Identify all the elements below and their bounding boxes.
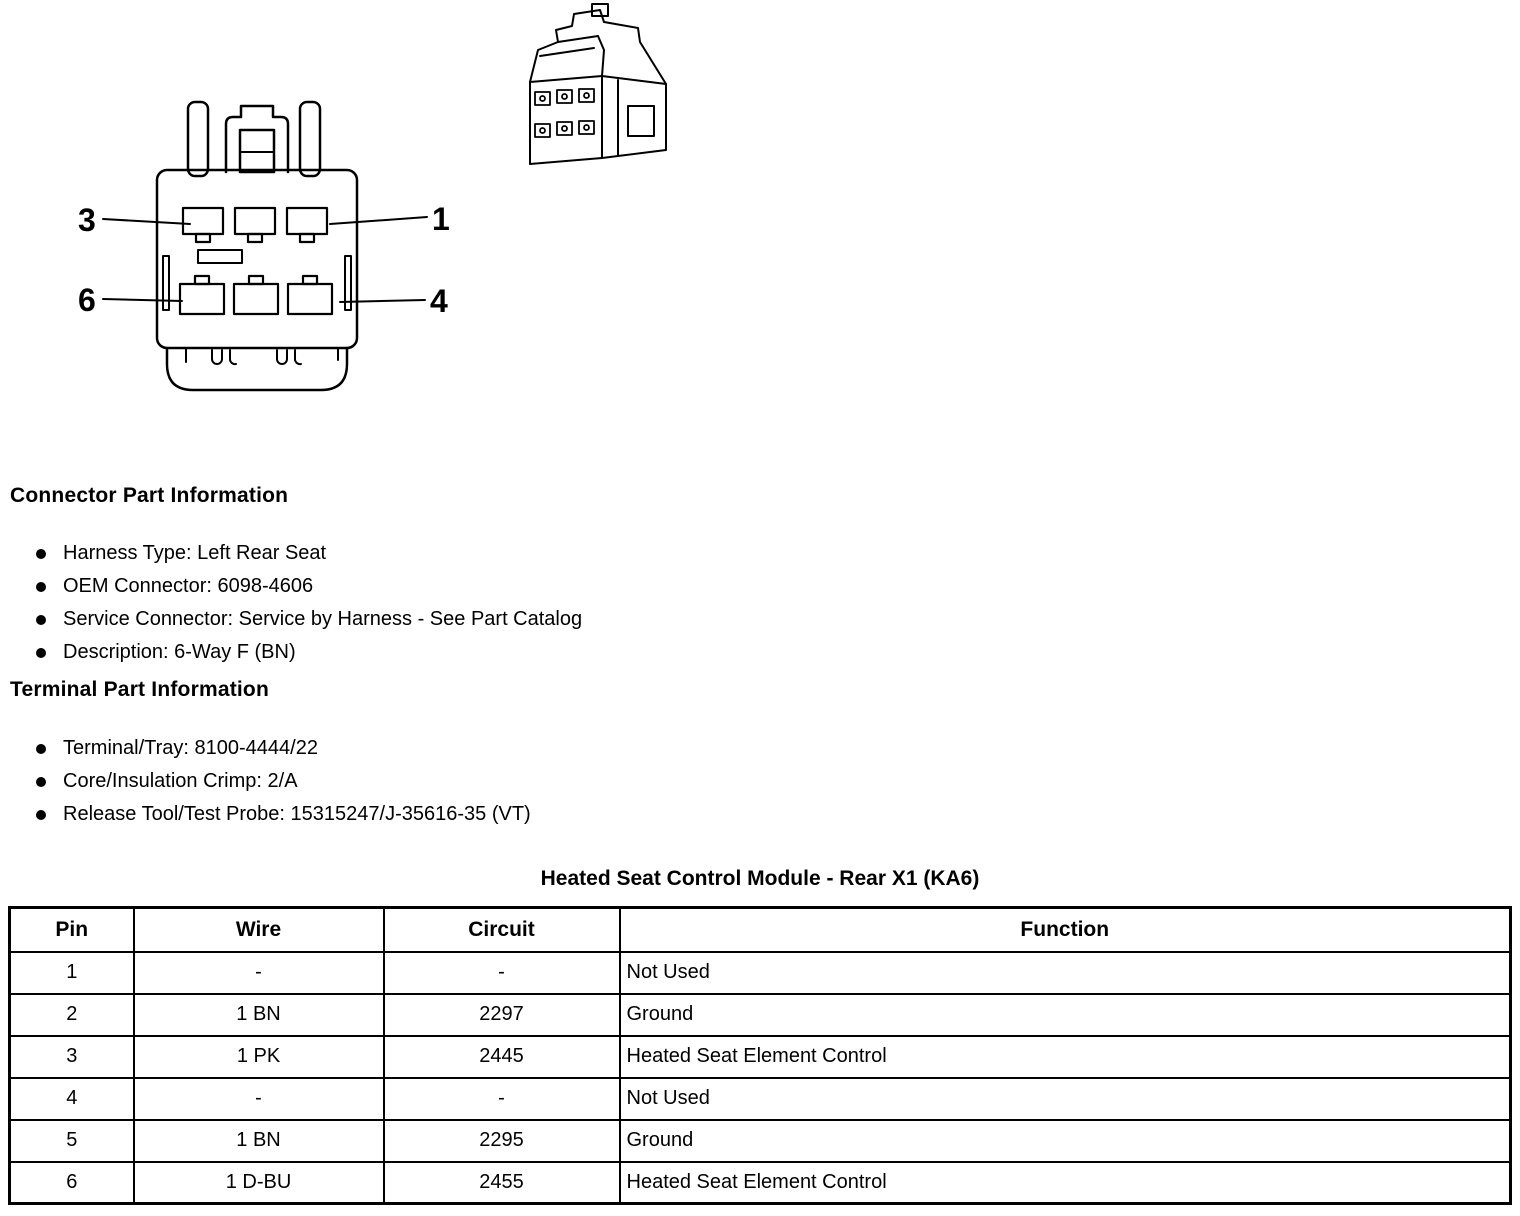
wire-cell: - <box>132 950 385 995</box>
list-item-text: Release Tool/Test Probe: 15315247/J-3561… <box>63 803 531 825</box>
terminal-row-top <box>181 206 329 244</box>
pin-cell: 1 <box>8 950 135 995</box>
connector-part-info-heading: Connector Part Information <box>10 484 289 507</box>
list-item-text: Harness Type: Left Rear Seat <box>63 542 327 564</box>
table-row: 2 1 BN 2297 Ground <box>8 992 1512 1037</box>
table-row: 6 1 D-BU 2455 Heated Seat Element Contro… <box>8 1160 1512 1205</box>
list-item-text: Description: 6-Way F (BN) <box>63 641 296 663</box>
wire-cell: 1 BN <box>132 992 385 1037</box>
top-latch-outline <box>529 9 667 85</box>
wire-cell: 1 BN <box>132 1118 385 1163</box>
table-row: 5 1 BN 2295 Ground <box>8 1118 1512 1163</box>
function-cell: Not Used <box>618 950 1512 995</box>
wire-cell: 1 PK <box>132 1034 385 1079</box>
column-header-wire: Wire <box>132 906 385 953</box>
connector-body <box>155 168 359 350</box>
callout-pin-6: 6 <box>78 282 96 318</box>
bullet-icon <box>36 581 46 592</box>
callout-pin-3: 3 <box>78 202 96 238</box>
connector-3d-diagram <box>529 3 667 165</box>
table-row: 3 1 PK 2445 Heated Seat Element Control <box>8 1034 1512 1079</box>
list-item: Description: 6-Way F (BN) <box>0 636 582 669</box>
list-item-text: Terminal/Tray: 8100-4444/22 <box>63 737 318 759</box>
bottom-flange <box>165 346 349 392</box>
column-header-pin: Pin <box>8 906 135 953</box>
side-slot-right <box>344 255 352 311</box>
terminal-row-bottom <box>178 274 334 316</box>
list-item: Terminal/Tray: 8100-4444/22 <box>0 732 531 765</box>
keyway-slot <box>197 249 243 264</box>
callout-leader-lines <box>102 216 428 303</box>
center-lock-tab <box>224 104 290 174</box>
latch-prong-left <box>186 100 210 178</box>
side-latch-window <box>627 105 655 137</box>
connector-figures: 3 1 6 4 <box>78 3 667 392</box>
bullet-icon <box>36 548 46 559</box>
bullet-icon <box>36 614 46 625</box>
terminal-cavities <box>534 88 595 138</box>
terminal-part-info-heading: Terminal Part Information <box>10 678 269 701</box>
callout-pin-4: 4 <box>430 283 448 319</box>
list-item-text: Core/Insulation Crimp: 2/A <box>63 770 298 792</box>
pinout-table-title: Heated Seat Control Module - Rear X1 (KA… <box>540 867 980 890</box>
wire-cell: 1 D-BU <box>132 1160 385 1205</box>
pinout-table: Pin Wire Circuit Function 1 - - Not Used… <box>8 906 1512 1205</box>
function-cell: Not Used <box>618 1076 1512 1121</box>
pin-cell: 5 <box>8 1118 135 1163</box>
connector-face-diagram <box>102 100 428 392</box>
list-item: Core/Insulation Crimp: 2/A <box>0 765 531 798</box>
bullet-icon <box>36 776 46 787</box>
terminal-part-info-list: Terminal/Tray: 8100-4444/22 Core/Insulat… <box>0 732 531 831</box>
circuit-cell: - <box>382 950 621 995</box>
table-row: 1 - - Not Used <box>8 950 1512 995</box>
bullet-icon <box>36 647 46 658</box>
list-item-text: OEM Connector: 6098-4606 <box>63 575 314 597</box>
function-cell: Heated Seat Element Control <box>618 1160 1512 1205</box>
callout-pin-1: 1 <box>432 201 450 237</box>
list-item: Service Connector: Service by Harness - … <box>0 603 582 636</box>
right-face <box>601 75 667 159</box>
connector-part-info-list: Harness Type: Left Rear Seat OEM Connect… <box>0 537 582 669</box>
bullet-icon <box>36 743 46 754</box>
latch-prong-right <box>298 100 322 178</box>
circuit-cell: 2455 <box>382 1160 621 1205</box>
table-header-row: Pin Wire Circuit Function <box>8 906 1512 953</box>
function-cell: Ground <box>618 1118 1512 1163</box>
column-header-circuit: Circuit <box>382 906 621 953</box>
circuit-cell: 2297 <box>382 992 621 1037</box>
column-header-function: Function <box>618 906 1512 953</box>
pin-cell: 2 <box>8 992 135 1037</box>
circuit-cell: - <box>382 1076 621 1121</box>
list-item: OEM Connector: 6098-4606 <box>0 570 582 603</box>
function-cell: Heated Seat Element Control <box>618 1034 1512 1079</box>
list-item: Release Tool/Test Probe: 15315247/J-3561… <box>0 798 531 831</box>
circuit-cell: 2445 <box>382 1034 621 1079</box>
pin-cell: 6 <box>8 1160 135 1205</box>
wire-cell: - <box>132 1076 385 1121</box>
bullet-icon <box>36 809 46 820</box>
list-item: Harness Type: Left Rear Seat <box>0 537 582 570</box>
pin-cell: 4 <box>8 1076 135 1121</box>
circuit-cell: 2295 <box>382 1118 621 1163</box>
table-row: 4 - - Not Used <box>8 1076 1512 1121</box>
latch-tab <box>591 3 609 17</box>
pin-cell: 3 <box>8 1034 135 1079</box>
pin-callouts: 3 1 6 4 <box>78 201 450 319</box>
latch-inner-line <box>557 35 605 77</box>
list-item-text: Service Connector: Service by Harness - … <box>63 608 583 630</box>
function-cell: Ground <box>618 992 1512 1037</box>
side-slot-left <box>162 255 170 311</box>
bottom-flange-details <box>185 347 339 366</box>
